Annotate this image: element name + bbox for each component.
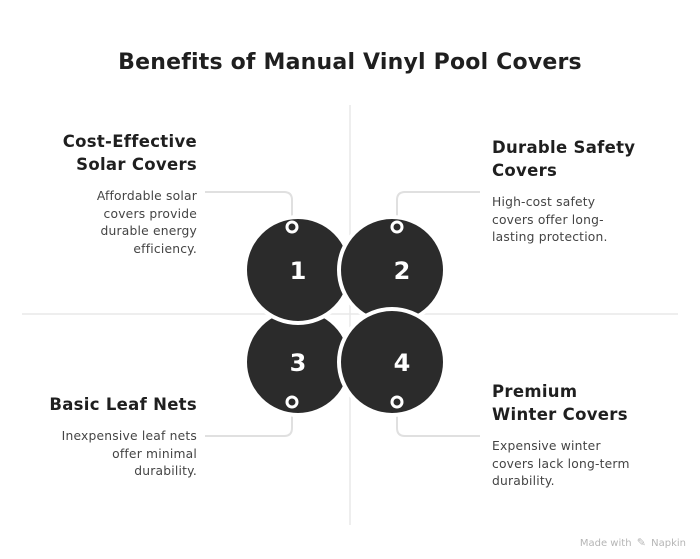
number-3: 3 [290,349,307,377]
circle-4 [337,307,447,417]
number-4: 4 [394,349,411,377]
footer-made-with: Made with [579,538,632,549]
connector-2 [396,191,480,227]
page-title: Benefits of Manual Vinyl Pool Covers [118,50,582,75]
number-2: 2 [394,257,411,285]
connector-4 [396,402,480,437]
item-description-2: High-cost safety covers offer long- last… [492,195,608,244]
item-heading-2: Durable Safety Covers [492,138,636,180]
item-heading-1: Cost-Effective Solar Covers [62,132,197,174]
item-heading-4: Premium Winter Covers [492,382,628,424]
footer-attribution[interactable]: Made with ✎ Napkin [580,536,686,549]
item-heading-3: Basic Leaf Nets [49,395,197,414]
item-block-3: Basic Leaf Nets Inexpensive leaf nets of… [49,393,197,481]
item-description-3: Inexpensive leaf nets offer minimal dura… [61,429,197,478]
connector-dot-3 [285,395,299,409]
item-description-4: Expensive winter covers lack long-term d… [492,439,630,488]
connector-dot-1 [285,220,299,234]
connector-3 [205,402,293,437]
connector-1 [205,191,293,227]
connector-dot-4 [390,395,404,409]
number-1: 1 [290,257,307,285]
item-block-4: Premium Winter Covers Expensive winter c… [492,380,630,491]
item-block-1: Cost-Effective Solar Covers Affordable s… [63,130,197,258]
connector-dot-2 [390,220,404,234]
item-block-2: Durable Safety Covers High-cost safety c… [492,136,635,247]
item-description-1: Affordable solar covers provide durable … [96,189,197,256]
napkin-logo-icon: ✎ [636,536,646,549]
footer-brand: Napkin [651,538,686,549]
